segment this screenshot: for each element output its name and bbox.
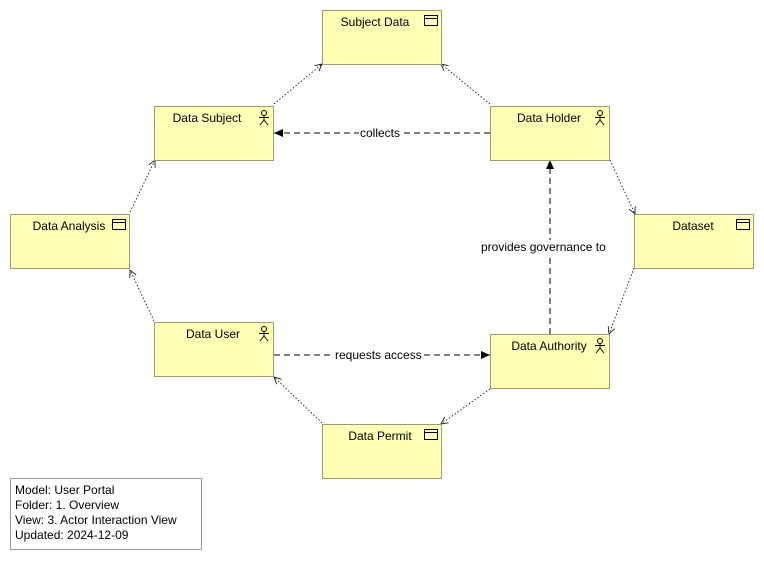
node-label: Data Authority: [511, 339, 587, 353]
edge-label-provides-governance: provides governance to: [480, 240, 607, 254]
artifact-icon: [112, 219, 126, 230]
actor-icon: [259, 326, 269, 342]
node-data-authority[interactable]: Data Authority: [490, 334, 610, 389]
model-name: Model: User Portal: [15, 483, 115, 497]
actor-icon: [595, 338, 605, 354]
edge-label-requests-access: requests access: [334, 348, 423, 362]
view-name: View: 3. Actor Interaction View: [15, 513, 177, 527]
node-data-permit[interactable]: Data Permit: [322, 424, 442, 479]
node-label: Data User: [185, 327, 241, 341]
node-label: Dataset: [672, 219, 714, 233]
edge-data-holder-to-dataset[interactable]: [609, 159, 635, 214]
edge-dataset-to-data-authority[interactable]: [609, 267, 635, 334]
edge-data-authority-to-data-permit[interactable]: [441, 388, 491, 424]
node-label: Subject Data: [340, 15, 410, 29]
updated-date: Updated: 2024-12-09: [15, 528, 129, 542]
node-data-user[interactable]: Data User: [154, 322, 274, 377]
node-data-holder[interactable]: Data Holder: [490, 106, 610, 161]
edge-data-permit-to-data-user[interactable]: [274, 377, 323, 424]
edge-data-holder-to-subject-data[interactable]: [441, 64, 491, 105]
node-data-analysis[interactable]: Data Analysis: [10, 214, 130, 269]
edge-data-user-to-data-analysis[interactable]: [130, 270, 155, 322]
node-label: Data Subject: [172, 111, 242, 125]
artifact-icon: [736, 219, 750, 230]
model-info-box: Model: User Portal Folder: 1. Overview V…: [10, 478, 202, 550]
node-dataset[interactable]: Dataset: [634, 214, 754, 269]
edge-data-analysis-to-data-subject[interactable]: [129, 160, 155, 213]
actor-icon: [259, 110, 269, 126]
folder-name: Folder: 1. Overview: [15, 498, 120, 512]
node-label: Data Permit: [348, 429, 412, 443]
artifact-icon: [424, 15, 438, 26]
node-label: Data Analysis: [32, 219, 106, 233]
edge-label-collects: collects: [359, 126, 402, 140]
node-data-subject[interactable]: Data Subject: [154, 106, 274, 161]
actor-icon: [595, 110, 605, 126]
node-subject-data[interactable]: Subject Data: [322, 10, 442, 65]
node-label: Data Holder: [516, 111, 582, 125]
artifact-icon: [424, 429, 438, 440]
edge-data-subject-to-subject-data[interactable]: [273, 64, 322, 105]
